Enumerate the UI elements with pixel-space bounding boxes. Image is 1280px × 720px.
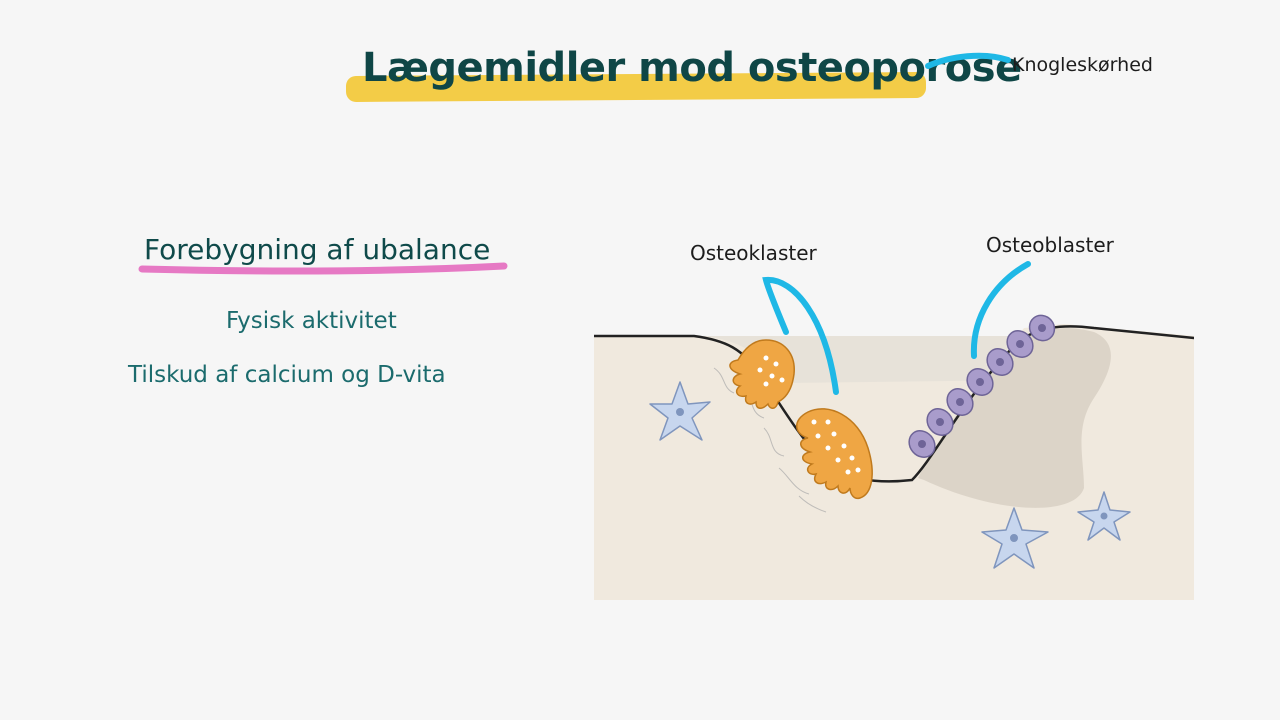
osteoblaster-label: Osteoblaster [986,233,1115,257]
bullet-calcium-vitamin-d: Tilskud af calcium og D-vita [128,362,446,388]
osteoclast-cell-icon [796,408,873,500]
title-group: Lægemidler mod osteoporose [344,40,1022,104]
osteoblaster-pointer-line [970,261,1031,359]
osteocyte-cell-icon [1077,491,1131,541]
title-callout-line [925,52,1011,69]
osteoclast-cell-icon [729,339,795,409]
bone-remodeling-diagram: Osteoklaster Osteoblaster [594,233,1194,600]
osteocyte-cell-icon [649,381,711,441]
section-heading-group: Forebygning af ubalance [138,228,510,284]
osteoclaster-pointer-line [762,276,839,395]
title-callout-label: Knogleskørhed [1012,54,1153,76]
osteocyte-cell-icon [981,507,1049,569]
page-title: Lægemidler mod osteoporose [362,45,1022,91]
osteoklaster-label: Osteoklaster [690,241,818,265]
bullet-physical-activity: Fysisk aktivitet [226,308,397,334]
collagen-fibres [713,367,827,513]
new-bone-matrix [918,328,1111,508]
section-heading: Forebygning af ubalance [144,233,491,266]
section-heading-underline [138,262,508,275]
